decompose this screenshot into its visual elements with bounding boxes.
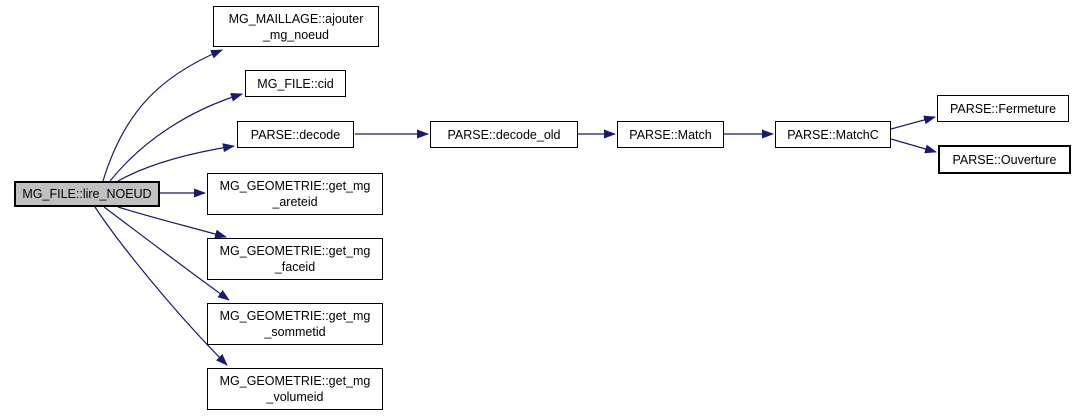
node-mg-maillage-ajouter-mg-noeud[interactable]: MG_MAILLAGE::ajouter _mg_noeud <box>213 6 379 47</box>
node-label: MG_MAILLAGE::ajouter <box>228 11 364 26</box>
edge-lire-noeud-to-ajouter-mg-noeud <box>102 49 223 182</box>
node-label: _sommetid <box>264 325 326 339</box>
node-mg-file-cid[interactable]: MG_FILE::cid <box>245 70 346 97</box>
edge-lire-noeud-to-get-mg-volumeid <box>94 206 228 366</box>
node-label: MG_GEOMETRIE::get_mg <box>219 179 371 193</box>
edge-matchc-to-fermeture <box>890 115 936 130</box>
node-label: PARSE::Match <box>629 127 712 142</box>
node-label: PARSE::decode <box>250 127 341 142</box>
node-label: MG_FILE::lire_NOEUD <box>22 187 152 201</box>
node-label: _faceid <box>274 260 316 274</box>
node-parse-match[interactable]: PARSE::Match <box>617 121 724 148</box>
node-label: MG_GEOMETRIE::get_mg <box>219 374 371 388</box>
node-label: MG_GEOMETRIE::get_mg <box>219 309 371 323</box>
edge-lire-noeud-to-cid <box>109 92 243 182</box>
node-parse-fermeture[interactable]: PARSE::Fermeture <box>937 95 1069 122</box>
node-label: _volumeid <box>266 390 324 404</box>
node-label: MG_GEOMETRIE::get_mg <box>219 244 371 258</box>
node-mg-geometrie-get-mg-areteid[interactable]: MG_GEOMETRIE::get_mg _areteid <box>207 173 383 215</box>
node-parse-matchc[interactable]: PARSE::MatchC <box>775 121 891 148</box>
node-label: _areteid <box>272 195 318 209</box>
edge-lire-noeud-to-get-mg-sommetid <box>103 206 230 301</box>
node-parse-decode[interactable]: PARSE::decode <box>237 121 354 148</box>
node-label: PARSE::decode_old <box>447 127 561 142</box>
node-label: MG_FILE::cid <box>257 76 334 91</box>
node-label: PARSE::Fermeture <box>949 101 1057 116</box>
node-parse-ouverture[interactable]: PARSE::Ouverture <box>938 145 1071 174</box>
node-label: _mg_noeud <box>262 27 330 42</box>
node-label: PARSE::MatchC <box>787 127 879 142</box>
edge-matchc-to-ouverture <box>890 138 937 154</box>
node-mg-file-lire-noeud: MG_FILE::lire_NOEUD <box>14 181 160 207</box>
node-parse-decode-old[interactable]: PARSE::decode_old <box>430 121 578 148</box>
edge-lire-noeud-to-get-mg-faceid <box>117 206 227 239</box>
edge-lire-noeud-to-decode <box>117 143 235 182</box>
node-mg-geometrie-get-mg-volumeid[interactable]: MG_GEOMETRIE::get_mg _volumeid <box>207 368 383 410</box>
node-label: PARSE::Ouverture <box>952 152 1057 167</box>
node-mg-geometrie-get-mg-sommetid[interactable]: MG_GEOMETRIE::get_mg _sommetid <box>207 303 383 345</box>
node-mg-geometrie-get-mg-faceid[interactable]: MG_GEOMETRIE::get_mg _faceid <box>207 238 383 280</box>
